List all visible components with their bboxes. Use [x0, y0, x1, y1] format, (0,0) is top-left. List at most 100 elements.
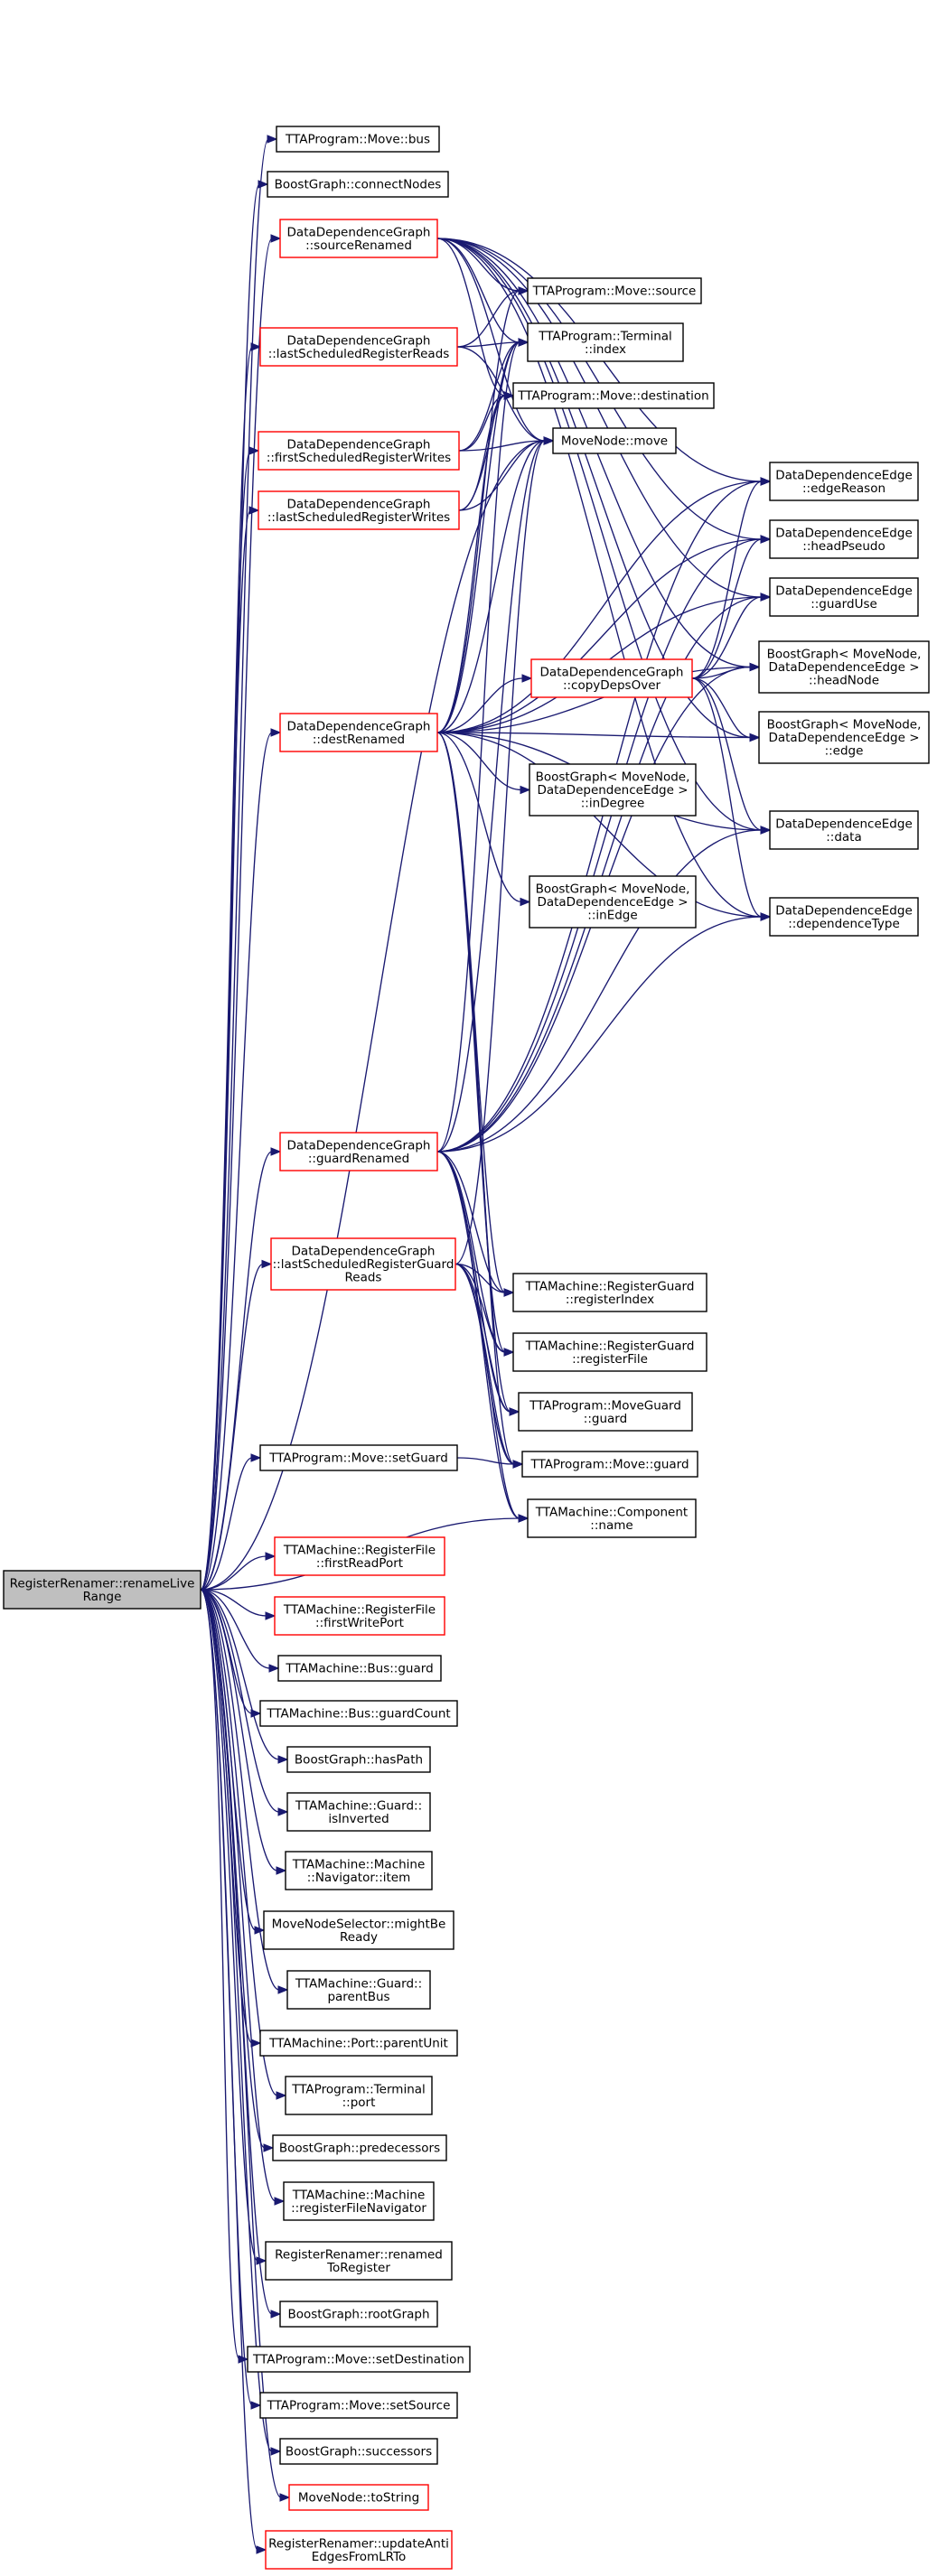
node-setDestination[interactable]: TTAProgram::Move::setDestination: [247, 2346, 471, 2373]
node-headNode[interactable]: BoostGraph< MoveNode,DataDependenceEdge …: [758, 640, 930, 694]
node-moveGuardGuard[interactable]: TTAProgram::MoveGuard::guard: [518, 1392, 693, 1432]
node-box-compName[interactable]: [527, 1498, 697, 1538]
node-edgeData[interactable]: DataDependenceEdge::data: [769, 810, 919, 850]
node-box-predecessors[interactable]: [272, 2134, 447, 2161]
node-firstReadPort[interactable]: TTAMachine::RegisterFile::firstReadPort: [274, 1536, 445, 1576]
node-box-setGuard[interactable]: [259, 1444, 458, 1471]
node-box-copyDepsOver[interactable]: [530, 658, 693, 698]
node-inDegree[interactable]: BoostGraph< MoveNode,DataDependenceEdge …: [529, 763, 697, 817]
node-box-hasPath[interactable]: [286, 1746, 431, 1773]
node-fsrw[interactable]: DataDependenceGraph::firstScheduledRegis…: [258, 431, 460, 471]
node-bgEdge[interactable]: BoostGraph< MoveNode,DataDependenceEdge …: [758, 711, 930, 764]
node-regIndex[interactable]: TTAMachine::RegisterGuard::registerIndex: [512, 1273, 707, 1312]
node-copyDepsOver[interactable]: DataDependenceGraph::copyDepsOver: [530, 658, 693, 698]
node-box-source[interactable]: [527, 277, 702, 304]
node-rfNav[interactable]: TTAMachine::Machine::registerFileNavigat…: [283, 2181, 435, 2221]
node-box-guardUse[interactable]: [769, 577, 919, 617]
node-parentUnit[interactable]: TTAMachine::Port::parentUnit: [259, 2030, 458, 2057]
node-box-sourceRenamed[interactable]: [279, 219, 438, 258]
node-bus[interactable]: TTAProgram::Move::bus: [276, 126, 440, 153]
node-box-fsrw[interactable]: [258, 431, 460, 471]
node-termPort[interactable]: TTAProgram::Terminal::port: [285, 2076, 433, 2115]
node-box-toString[interactable]: [288, 2484, 429, 2511]
node-compName[interactable]: TTAMachine::Component::name: [527, 1498, 697, 1538]
node-box-lsrr[interactable]: [259, 327, 458, 367]
node-setGuard[interactable]: TTAProgram::Move::setGuard: [259, 1444, 458, 1471]
node-lsrr[interactable]: DataDependenceGraph::lastScheduledRegist…: [259, 327, 458, 367]
node-move[interactable]: MoveNode::move: [552, 427, 677, 454]
node-box-edgeReason[interactable]: [769, 462, 919, 501]
node-box-connectNodes[interactable]: [267, 171, 449, 198]
node-termIndex[interactable]: TTAProgram::Terminal::index: [527, 322, 684, 362]
node-box-moveGuardGuard[interactable]: [518, 1392, 693, 1432]
node-box-updateAnti[interactable]: [265, 2530, 453, 2570]
node-lsrw[interactable]: DataDependenceGraph::lastScheduledRegist…: [258, 490, 460, 530]
node-depType[interactable]: DataDependenceEdge::dependenceType: [769, 897, 919, 937]
node-busGuard[interactable]: TTAMachine::Bus::guard: [277, 1655, 442, 1682]
node-parentBus[interactable]: TTAMachine::Guard::parentBus: [286, 1970, 431, 2010]
node-box-edgeData[interactable]: [769, 810, 919, 850]
node-box-lsrgr[interactable]: [270, 1237, 456, 1291]
node-box-renamedToRegister[interactable]: [265, 2241, 453, 2281]
node-box-headPseudo[interactable]: [769, 519, 919, 559]
node-box-rootGraph[interactable]: [279, 2301, 438, 2328]
node-box-regFile[interactable]: [512, 1332, 707, 1372]
node-headPseudo[interactable]: DataDependenceEdge::headPseudo: [769, 519, 919, 559]
node-box-isInverted[interactable]: [286, 1792, 431, 1832]
node-firstWritePort[interactable]: TTAMachine::RegisterFile::firstWritePort: [274, 1596, 445, 1636]
node-hasPath[interactable]: BoostGraph::hasPath: [286, 1746, 431, 1773]
node-source[interactable]: TTAProgram::Move::source: [527, 277, 702, 304]
node-box-termIndex[interactable]: [527, 322, 684, 362]
node-box-rename[interactable]: [3, 1570, 201, 1610]
node-navItem[interactable]: TTAMachine::Machine::Navigator::item: [285, 1851, 433, 1890]
node-box-busGuard[interactable]: [277, 1655, 442, 1682]
node-box-move[interactable]: [552, 427, 677, 454]
node-destination[interactable]: TTAProgram::Move::destination: [512, 382, 715, 409]
node-box-successors[interactable]: [279, 2438, 438, 2465]
node-box-guardCount[interactable]: [259, 1700, 458, 1727]
node-connectNodes[interactable]: BoostGraph::connectNodes: [267, 171, 449, 198]
node-box-parentBus[interactable]: [286, 1970, 431, 2010]
node-box-navItem[interactable]: [285, 1851, 433, 1890]
node-edgeReason[interactable]: DataDependenceEdge::edgeReason: [769, 462, 919, 501]
node-box-parentUnit[interactable]: [259, 2030, 458, 2057]
node-regFile[interactable]: TTAMachine::RegisterGuard::registerFile: [512, 1332, 707, 1372]
node-box-bgEdge[interactable]: [758, 711, 930, 764]
node-box-inEdge[interactable]: [529, 875, 697, 929]
node-box-moveGuard[interactable]: [521, 1451, 698, 1478]
node-box-destRenamed[interactable]: [279, 713, 438, 752]
node-destRenamed[interactable]: DataDependenceGraph::destRenamed: [279, 713, 438, 752]
node-box-inDegree[interactable]: [529, 763, 697, 817]
node-moveGuard[interactable]: TTAProgram::Move::guard: [521, 1451, 698, 1478]
node-box-depType[interactable]: [769, 897, 919, 937]
node-box-destination[interactable]: [512, 382, 715, 409]
node-setSource[interactable]: TTAProgram::Move::setSource: [259, 2392, 458, 2419]
node-box-termPort[interactable]: [285, 2076, 433, 2115]
node-isInverted[interactable]: TTAMachine::Guard::isInverted: [286, 1792, 431, 1832]
node-box-regIndex[interactable]: [512, 1273, 707, 1312]
node-toString[interactable]: MoveNode::toString: [288, 2484, 429, 2511]
node-rootGraph[interactable]: BoostGraph::rootGraph: [279, 2301, 438, 2328]
node-box-headNode[interactable]: [758, 640, 930, 694]
node-box-lsrw[interactable]: [258, 490, 460, 530]
node-inEdge[interactable]: BoostGraph< MoveNode,DataDependenceEdge …: [529, 875, 697, 929]
node-box-setSource[interactable]: [259, 2392, 458, 2419]
node-box-firstReadPort[interactable]: [274, 1536, 445, 1576]
node-guardRenamed[interactable]: DataDependenceGraph::guardRenamed: [279, 1132, 438, 1171]
node-guardUse[interactable]: DataDependenceEdge::guardUse: [769, 577, 919, 617]
node-lsrgr[interactable]: DataDependenceGraph::lastScheduledRegist…: [270, 1237, 456, 1291]
node-box-bus[interactable]: [276, 126, 440, 153]
node-box-firstWritePort[interactable]: [274, 1596, 445, 1636]
node-box-setDestination[interactable]: [247, 2346, 471, 2373]
node-predecessors[interactable]: BoostGraph::predecessors: [272, 2134, 447, 2161]
node-sourceRenamed[interactable]: DataDependenceGraph::sourceRenamed: [279, 219, 438, 258]
node-box-guardRenamed[interactable]: [279, 1132, 438, 1171]
node-box-rfNav[interactable]: [283, 2181, 435, 2221]
node-guardCount[interactable]: TTAMachine::Bus::guardCount: [259, 1700, 458, 1727]
node-successors[interactable]: BoostGraph::successors: [279, 2438, 438, 2465]
node-box-mightBeReady[interactable]: [263, 1910, 454, 1950]
